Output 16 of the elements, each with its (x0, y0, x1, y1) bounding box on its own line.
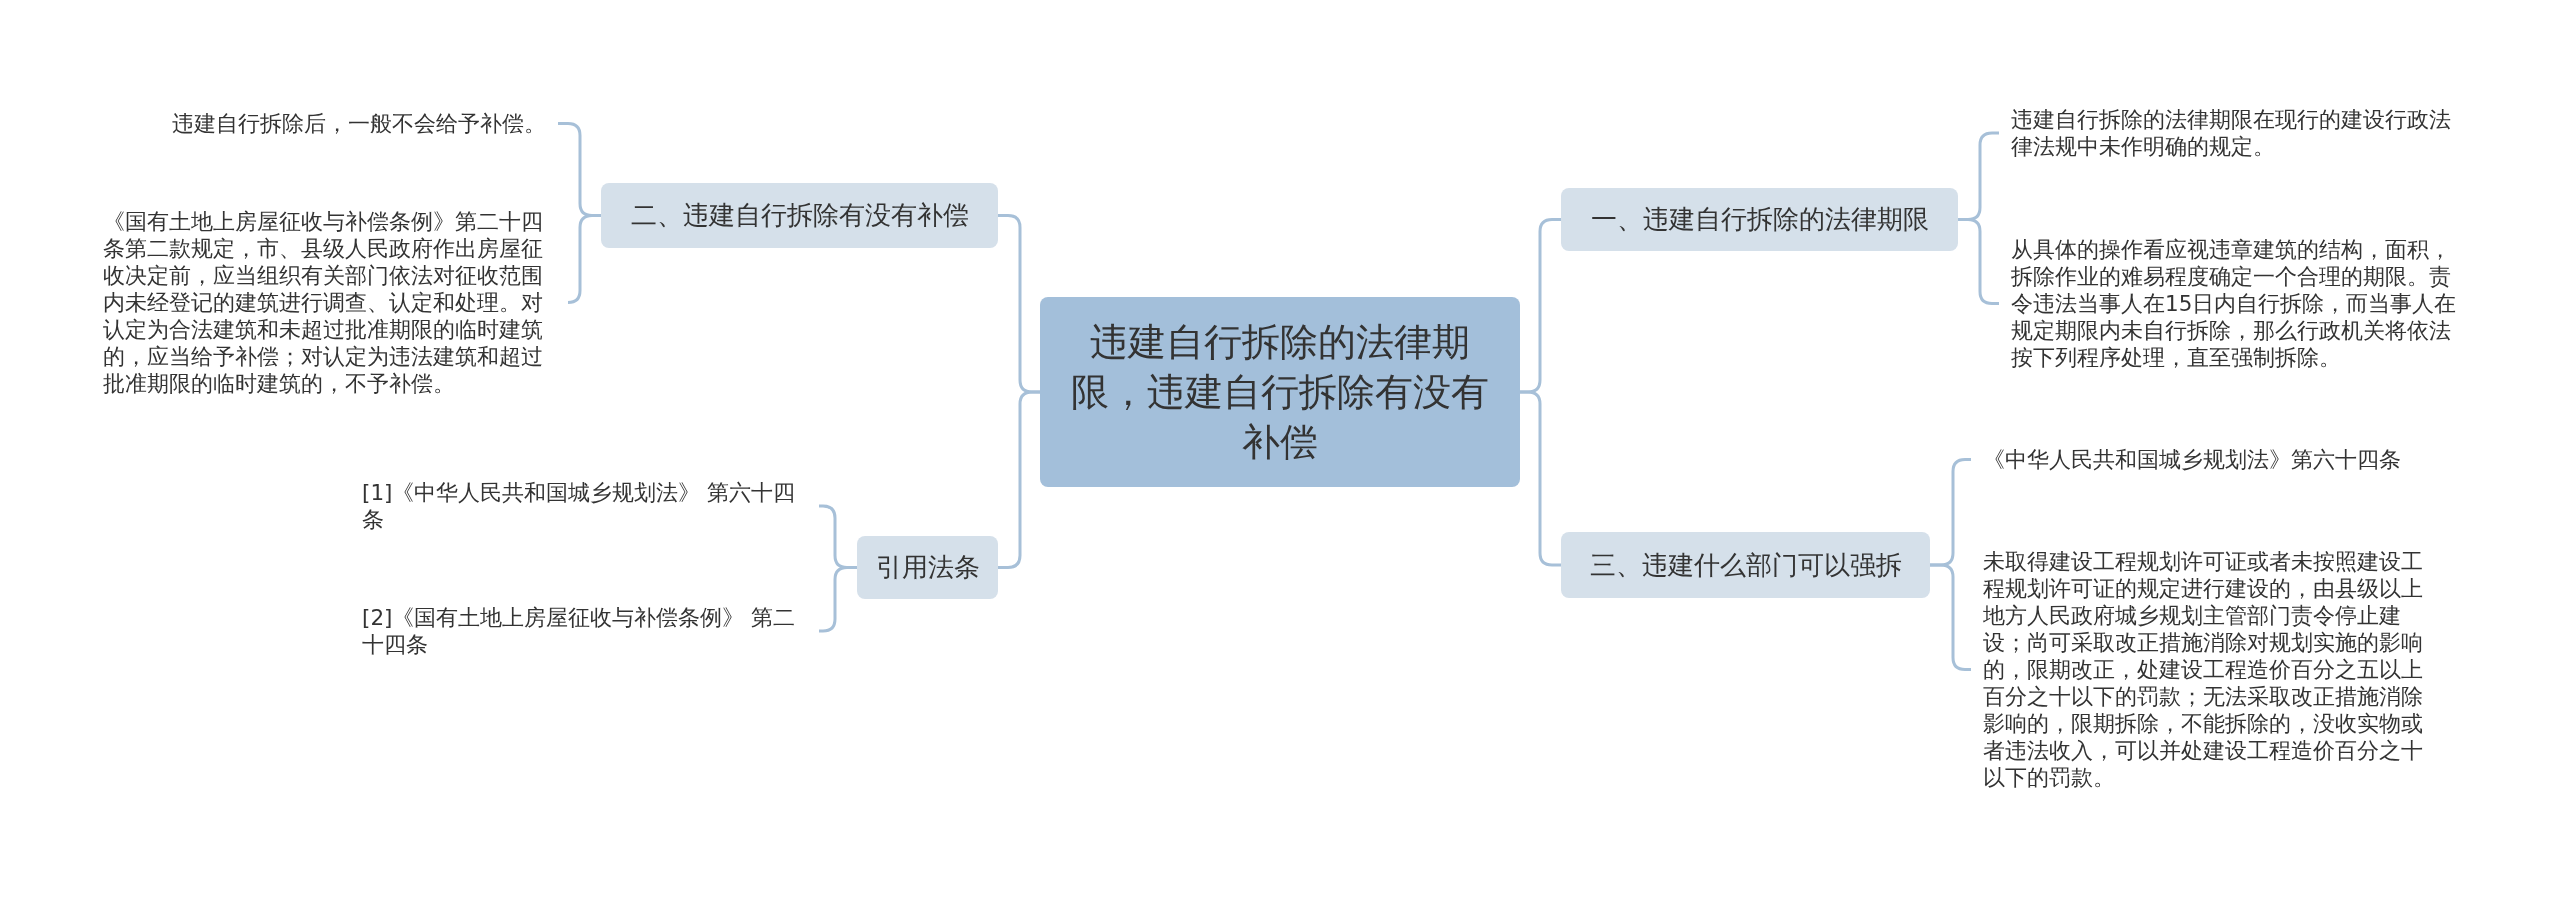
topic-box: 一、违建自行拆除的法律期限 (1561, 188, 1958, 251)
note-text: 《国有土地上房屋征收与补偿条例》第二十四条第二款规定，市、县级人民政府作出房屋征收决定前，应当组织有关部门依法对征收范围内未经登记的建筑进行调查、认定和处理。对认定为合法建筑和未超过批准期限的临时建筑的，应当给予补偿；对认定为违法建筑和超过批准期限的临时建筑的，不予补偿。 (103, 208, 558, 397)
note-text: [1]《中华人民共和国城乡规划法》 第六十四条 (362, 479, 807, 533)
connector-line (566, 214, 601, 304)
connector-line (1520, 390, 1561, 567)
topic-box: 二、违建自行拆除有没有补偿 (601, 183, 998, 248)
note-text: 未取得建设工程规划许可证或者未按照建设工程规划许可证的规定进行建设的，由县级以上地方人民政府城乡规划主管部门责令停止建设；尚可采取改正措施消除对规划实施的影响的，限期改正，处建设工程造价百分之五以上百分之十以下的罚款；无法采取改正措施消除影响的，限期拆除，不能拆除的，没收实物或者违法收入，可以并处建设工程造价百分之十以下的罚款。 (1983, 548, 2438, 791)
topic-box: 引用法条 (857, 536, 998, 599)
note-text: 违建自行拆除的法律期限在现行的建设行政法律法规中未作明确的规定。 (2011, 106, 2466, 160)
note-text: 从具体的操作看应视违章建筑的结构，面积，拆除作业的难易程度确定一个合理的期限。责令违法当事人在15日内自行拆除，而当事人在规定期限内未自行拆除，那么行政机关将依法按下列程序处理，直至强制拆除。 (2011, 236, 2466, 371)
note-text: 《中华人民共和国城乡规划法》第六十四条 (1983, 446, 2401, 473)
connector-line (998, 390, 1040, 569)
note-text: [2]《国有土地上房屋征收与补偿条例》 第二十四条 (362, 604, 807, 658)
topic-box: 三、违建什么部门可以强拆 (1561, 532, 1930, 598)
central-topic-box: 违建自行拆除的法律期限，违建自行拆除有没有补偿 (1040, 297, 1520, 487)
note-text: 违建自行拆除后，一般不会给予补偿。 (172, 110, 546, 137)
